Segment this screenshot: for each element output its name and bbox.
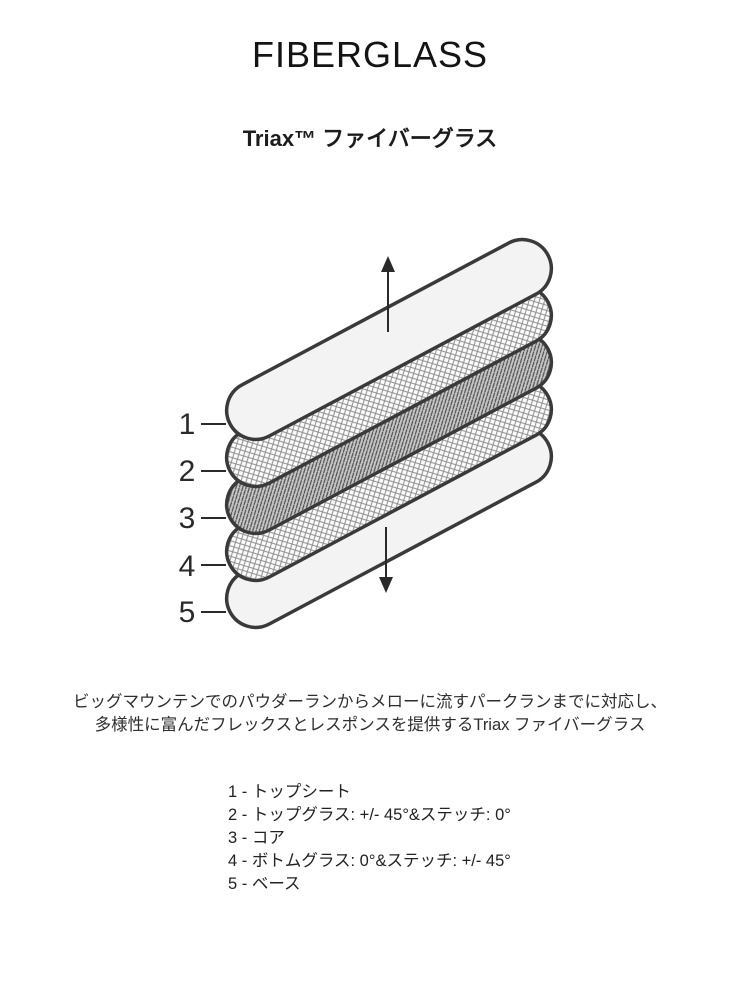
legend-item-1: 1 - トップシート	[228, 783, 351, 801]
arrow-up-icon	[381, 256, 395, 332]
layer-1-top-sheet	[224, 237, 554, 442]
legend-item-2: 2 - トップグラス: +/- 45°&ステッチ: 0°	[228, 806, 511, 824]
layer-ticks	[201, 423, 226, 613]
page-title: FIBERGLASS	[251, 34, 489, 75]
layer-legend: 1 - トップシート 2 - トップグラス: +/- 45°&ステッチ: 0° …	[228, 781, 511, 896]
layer-diagram: 1 2 3 4 5	[179, 237, 554, 630]
legend-item-5: 5 - ベース	[228, 875, 301, 893]
legend-item-3: 3 - コア	[228, 829, 285, 847]
description-line-2: 多様性に富んだフレックスとレスポンスを提供するTriax ファイバーグラス	[94, 716, 646, 734]
layer-number-5: 5	[179, 596, 196, 629]
legend-item-4: 4 - ボトムグラス: 0°&ステッチ: +/- 45°	[228, 852, 511, 870]
page-subtitle: Triax™ ファイバーグラス	[242, 126, 498, 151]
description-line-1: ビッグマウンテンでのパウダーランからメローに流すパークランまでに対応し、	[73, 693, 667, 711]
layer-number-3: 3	[179, 502, 196, 535]
layer-number-2: 2	[179, 455, 196, 488]
arrow-down-icon	[379, 527, 393, 593]
layer-number-4: 4	[179, 550, 196, 583]
layer-number-1: 1	[179, 408, 196, 441]
description: ビッグマウンテンでのパウダーランからメローに流すパークランまでに対応し、 多様性…	[0, 691, 740, 737]
